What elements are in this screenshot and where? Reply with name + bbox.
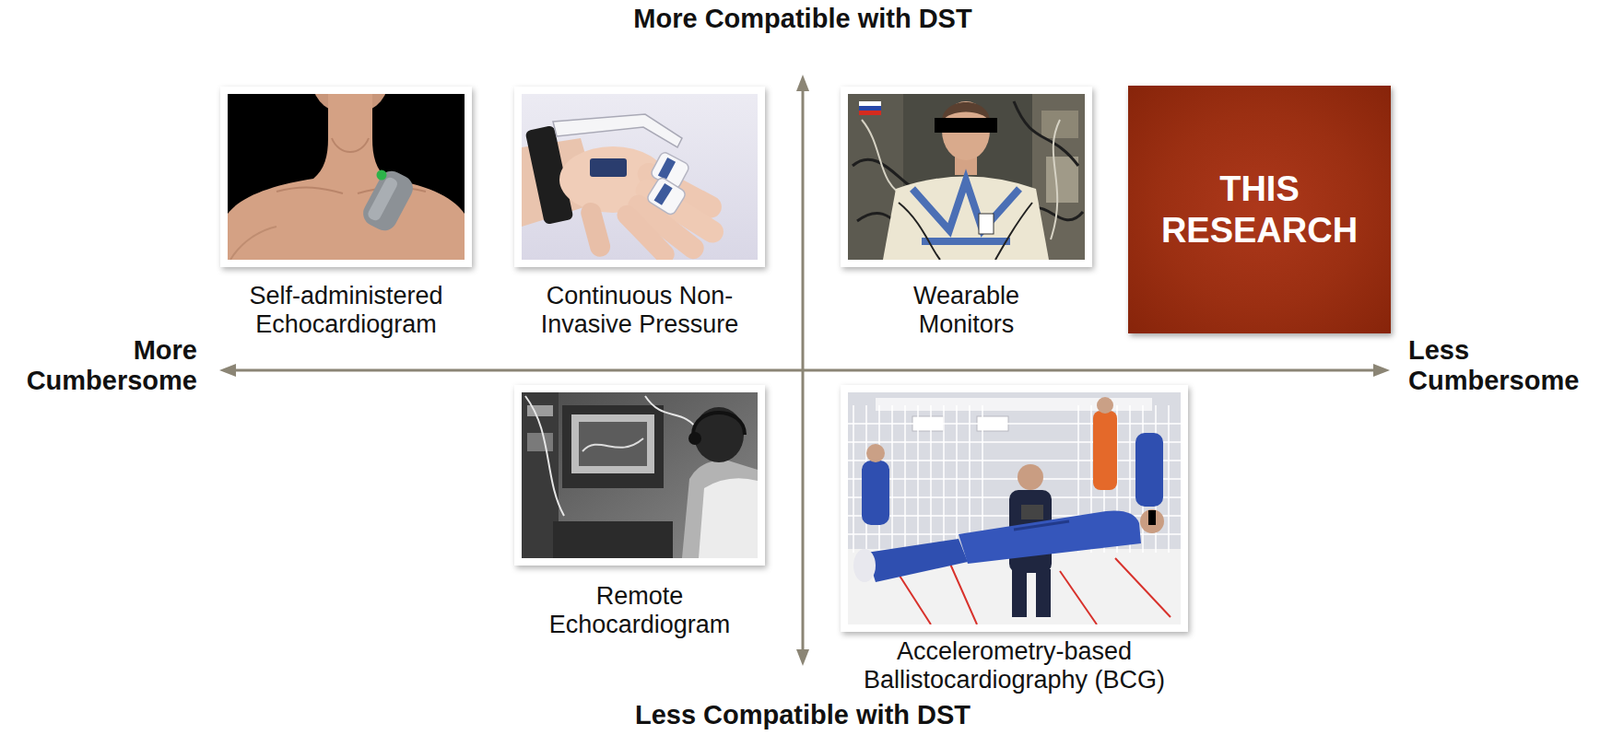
axis-label-bottom: Less Compatible with DST — [635, 700, 971, 731]
photo-caption: Wearable Monitors — [883, 282, 1050, 340]
axis-label-top: More Compatible with DST — [633, 3, 972, 35]
illustration-part — [358, 166, 418, 236]
axis-label-right: Less Cumbersome — [1408, 335, 1593, 398]
illustration-part — [898, 202, 1033, 260]
illustration-part — [1135, 433, 1164, 507]
illustration-part — [525, 396, 701, 517]
bcg-flight-illustration — [847, 392, 1181, 625]
illustration-part — [694, 407, 744, 463]
illustration-part — [1013, 521, 1070, 530]
illustration-part — [582, 438, 644, 452]
illustration-part — [1093, 411, 1118, 491]
illustration-part — [521, 392, 758, 559]
photo-frames — [220, 86, 1189, 633]
illustration-part — [866, 444, 885, 463]
photo-card: Continuous Non- Invasive Pressure — [514, 86, 765, 340]
photo-card: Accelerometry-based Ballistocardiography… — [840, 385, 1189, 695]
photo-card: Self-administered Echocardiogram — [220, 86, 472, 340]
illustration-part — [1021, 505, 1044, 520]
photo-card: Wearable Monitors — [840, 86, 1093, 340]
illustration-part — [376, 170, 388, 181]
illustration-part — [331, 138, 369, 153]
illustration-part — [861, 460, 890, 526]
remote-echo-illustration — [521, 392, 758, 559]
illustration-part — [1140, 509, 1165, 534]
illustration-part — [230, 369, 1379, 373]
illustration-part — [1017, 464, 1044, 491]
illustration-part — [578, 422, 648, 467]
illustration-part — [514, 385, 765, 566]
illustration-part — [934, 117, 998, 133]
illustration-part — [978, 213, 994, 235]
illustration-part — [1046, 156, 1079, 203]
echo-self-illustration — [227, 94, 465, 260]
photo-caption: Remote Echocardiogram — [514, 582, 765, 640]
illustration-part — [1041, 110, 1079, 139]
illustration-part — [654, 183, 673, 206]
illustration-part — [921, 237, 1011, 246]
photo-caption: Self-administered Echocardiogram — [220, 282, 472, 340]
illustration-part — [571, 414, 655, 474]
illustration-part — [1096, 397, 1114, 414]
illustration-part — [882, 176, 1049, 261]
illustration-part — [514, 86, 765, 268]
photo-caption: Continuous Non- Invasive Pressure — [524, 282, 755, 340]
illustration-part — [219, 364, 236, 377]
illustration-part — [847, 392, 1181, 625]
illustration-part — [698, 478, 758, 559]
illustration-part — [688, 432, 702, 446]
illustration-part — [230, 226, 277, 260]
illustration-part — [658, 157, 676, 180]
illustration-part — [801, 85, 805, 656]
illustration-part — [858, 110, 882, 116]
photo-caption: Accelerometry-based Ballistocardiography… — [840, 637, 1189, 695]
wearable-monitor-illustration — [847, 94, 1085, 260]
illustration-part — [1035, 569, 1051, 618]
illustration-part — [527, 433, 553, 452]
illustration-part — [796, 649, 810, 667]
illustration-part — [227, 94, 465, 260]
illustration-part — [527, 405, 553, 417]
illustration-part — [1011, 569, 1027, 618]
illustration-part — [858, 105, 882, 111]
axis-label-left: More Cumbersome — [12, 335, 198, 398]
illustration-part — [227, 94, 465, 260]
illustration-part — [646, 176, 688, 216]
illustration-part — [912, 180, 1020, 231]
illustration-part — [578, 200, 613, 259]
highlight-text: THIS RESEARCH — [1144, 168, 1376, 252]
illustration-part — [840, 86, 1093, 268]
illustration-part — [552, 521, 673, 559]
illustration-part — [1148, 510, 1156, 526]
illustration-part — [562, 405, 664, 489]
illustration-part — [866, 539, 968, 583]
illustration-part — [847, 94, 1085, 260]
finger-cuff-illustration — [521, 94, 758, 260]
illustration-part — [853, 549, 876, 583]
photo-card: Remote Echocardiogram — [514, 385, 765, 640]
illustration-part — [693, 412, 745, 436]
illustration-part — [840, 385, 1189, 633]
axes — [219, 74, 1390, 667]
illustration-part — [552, 114, 683, 148]
illustration-part — [220, 86, 472, 268]
highlight-box: THIS RESEARCH — [1128, 85, 1391, 334]
illustration-part — [858, 101, 882, 106]
illustration-part — [589, 158, 627, 177]
illustration-part — [958, 511, 1142, 565]
illustration-part — [796, 74, 810, 92]
illustration-part — [1373, 364, 1390, 377]
illustration-part — [682, 460, 758, 559]
illustration-part — [365, 176, 400, 224]
